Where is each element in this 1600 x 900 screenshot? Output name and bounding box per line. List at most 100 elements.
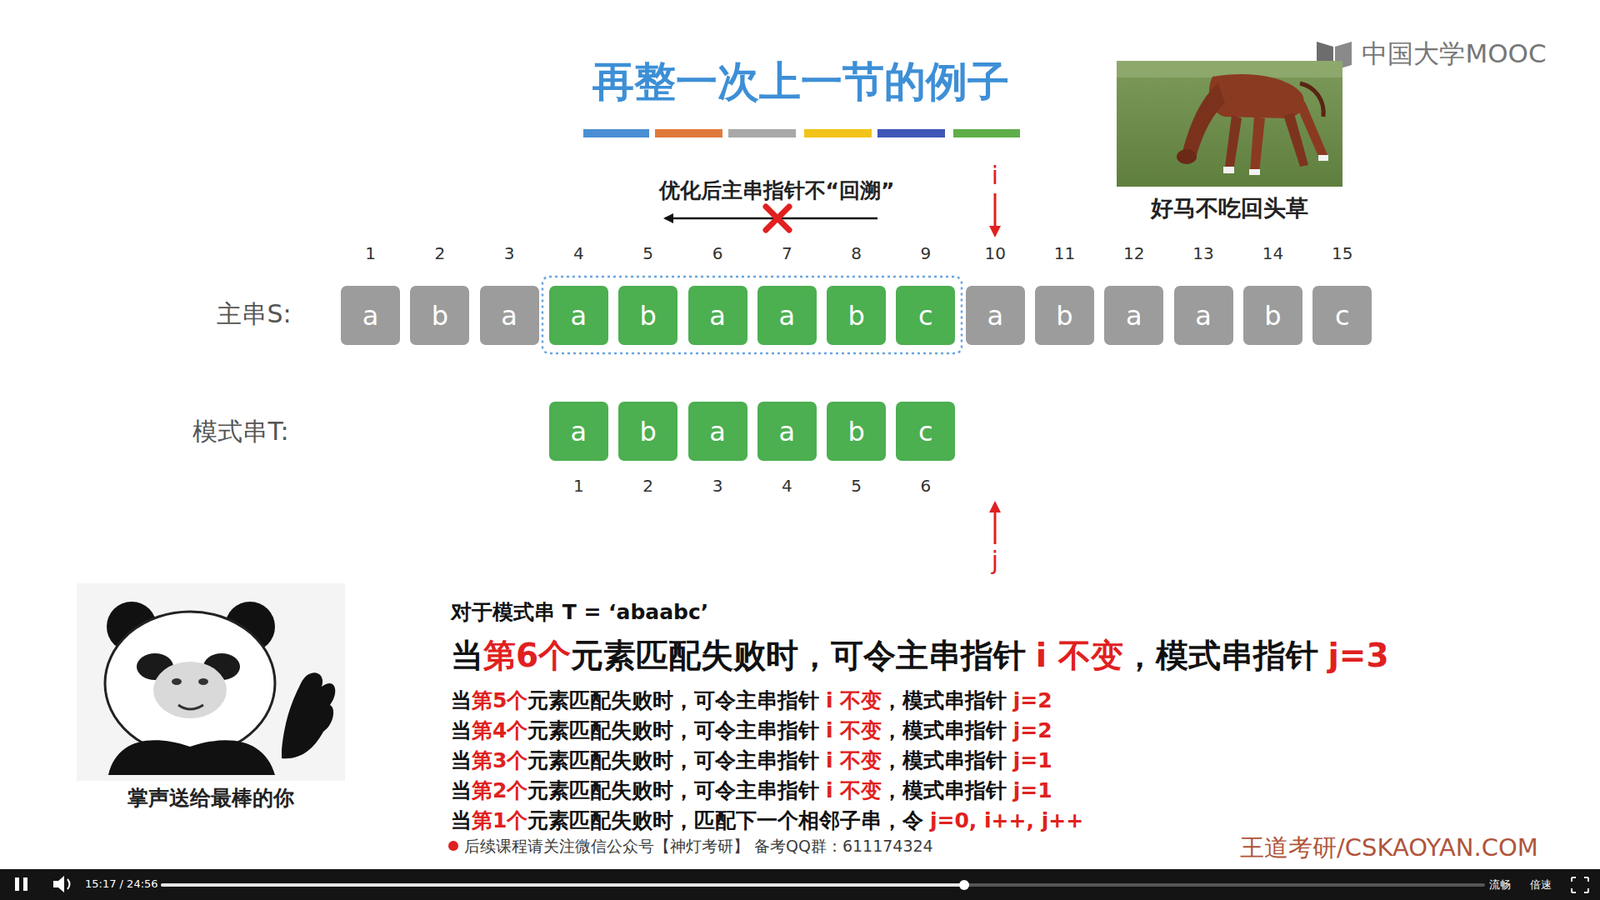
position-number: 4 bbox=[781, 475, 793, 496]
char-text: a bbox=[570, 418, 588, 445]
position-number: 8 bbox=[850, 243, 862, 264]
player-button: 倍速 bbox=[1530, 878, 1552, 892]
photo-caption: 好马不吃回头草 bbox=[1150, 195, 1309, 222]
char-text: a bbox=[709, 418, 726, 445]
highlight-text: j=1 bbox=[1013, 748, 1053, 773]
char-box: b bbox=[1035, 285, 1095, 345]
text-line: 当第4个元素匹配失败时，可令主串指针i 不变，模式串指针j=2 bbox=[450, 718, 1053, 744]
char-box: c bbox=[895, 285, 955, 345]
position-number: 5 bbox=[850, 475, 862, 496]
body-text: ，模式串指针 bbox=[881, 688, 1007, 713]
position-number: 12 bbox=[1123, 243, 1145, 264]
position-number: 3 bbox=[504, 243, 515, 264]
position-number: 2 bbox=[434, 243, 445, 264]
position-number: 5 bbox=[642, 243, 654, 264]
char-text: a bbox=[778, 418, 795, 445]
char-text: b bbox=[431, 302, 449, 330]
video-control-bar bbox=[0, 869, 1600, 900]
position-number: 7 bbox=[781, 243, 793, 264]
char-text: a bbox=[709, 302, 726, 330]
watermark-text: 备考QQ群：611174324 bbox=[754, 836, 934, 856]
char-text: a bbox=[1125, 302, 1143, 330]
highlight-text: j=3 bbox=[1327, 636, 1389, 675]
char-text: b bbox=[847, 418, 865, 445]
player-button: 流畅 bbox=[1489, 878, 1511, 892]
char-box: a bbox=[549, 285, 609, 345]
char-text: a bbox=[986, 302, 1004, 330]
char-box: c bbox=[895, 401, 955, 461]
pointer-i: i bbox=[991, 160, 999, 191]
text-line: 当第5个元素匹配失败时，可令主串指针i 不变，模式串指针j=2 bbox=[450, 688, 1053, 714]
highlight-text: j=2 bbox=[1013, 718, 1053, 743]
char-text: a bbox=[500, 302, 518, 330]
position-number: 6 bbox=[920, 475, 932, 496]
char-box: b bbox=[826, 285, 886, 345]
char-text: a bbox=[778, 302, 795, 330]
body-text: 元素匹配失败时，可令主串指针 bbox=[527, 778, 820, 803]
highlight-text: i 不变 bbox=[825, 718, 882, 743]
highlight-text: 第2个 bbox=[471, 778, 528, 803]
position-number: 1 bbox=[573, 475, 585, 496]
position-number: 6 bbox=[712, 243, 724, 264]
char-text: a bbox=[570, 302, 588, 330]
brand-watermark: 王道考研/CSKAOYAN.COM bbox=[1240, 833, 1539, 863]
note-text: 优化后主串指针不“回溯” bbox=[659, 178, 895, 204]
position-number: 10 bbox=[984, 243, 1005, 264]
color-bar bbox=[583, 129, 1020, 138]
char-text: b bbox=[847, 302, 865, 330]
body-text: 当 bbox=[450, 778, 472, 803]
highlight-text: 第5个 bbox=[471, 688, 528, 713]
text-line: 当第6个元素匹配失败时，可令主串指针i 不变，模式串指针j=3 bbox=[450, 636, 1390, 676]
intro-text: 对于模式串 T = ‘abaabc’ bbox=[450, 600, 709, 625]
body-text: 当 bbox=[450, 808, 472, 833]
red-dot bbox=[448, 840, 459, 851]
position-number: 14 bbox=[1262, 243, 1284, 264]
char-text: b bbox=[640, 302, 657, 330]
match-frame bbox=[542, 276, 962, 354]
position-number: 15 bbox=[1331, 243, 1353, 264]
red-cross bbox=[765, 206, 790, 230]
char-text: c bbox=[1335, 302, 1350, 330]
j-pointer-arrow bbox=[994, 503, 997, 545]
highlight-text: j=2 bbox=[1013, 688, 1053, 713]
logo-text: 中国大学MOOC bbox=[1361, 38, 1546, 70]
char-box: b bbox=[410, 285, 470, 345]
char-box: a bbox=[480, 285, 540, 345]
row-label: 主串S: bbox=[216, 299, 291, 330]
row-label: 模式串T: bbox=[192, 416, 289, 447]
char-text: b bbox=[1264, 302, 1281, 330]
body-text: 元素匹配失败时，可令主串指针 bbox=[527, 688, 820, 713]
char-box: b bbox=[1243, 285, 1303, 345]
char-box: a bbox=[688, 401, 748, 461]
highlight-text: i 不变 bbox=[825, 778, 882, 803]
body-text: ，模式串指针 bbox=[881, 748, 1007, 773]
body-text: 元素匹配失败时，可令主串指针 bbox=[570, 636, 1026, 675]
char-box: a bbox=[965, 285, 1025, 345]
position-number: 11 bbox=[1054, 243, 1075, 264]
highlight-text: 第6个 bbox=[483, 636, 571, 675]
body-text: ，模式串指针 bbox=[881, 778, 1007, 803]
position-number: 1 bbox=[365, 243, 376, 264]
char-text: a bbox=[362, 302, 380, 330]
text-line: 当第1个元素匹配失败时，匹配下一个相邻子串，令j=0, i++, j++ bbox=[450, 808, 1084, 834]
char-box: a bbox=[549, 401, 609, 461]
position-number: 13 bbox=[1192, 243, 1214, 264]
panda-meme bbox=[76, 583, 345, 781]
char-box: a bbox=[340, 285, 400, 345]
position-number: 3 bbox=[712, 475, 724, 496]
highlight-text: 第4个 bbox=[471, 718, 528, 743]
char-text: b bbox=[640, 418, 657, 445]
video-time: 15:17 / 24:56 bbox=[85, 877, 159, 891]
i-pointer-arrow bbox=[994, 193, 997, 235]
char-text: c bbox=[918, 418, 934, 445]
text-line: 当第2个元素匹配失败时，可令主串指针i 不变，模式串指针j=1 bbox=[450, 778, 1053, 804]
highlight-text: i 不变 bbox=[825, 748, 882, 773]
char-text: a bbox=[1195, 302, 1212, 330]
watermark-text: 后续课程请关注微信公众号【神灯考研】 bbox=[464, 836, 750, 856]
highlight-text: 第3个 bbox=[471, 748, 528, 773]
char-box: a bbox=[757, 401, 817, 461]
body-text: ，模式串指针 bbox=[881, 718, 1007, 743]
highlight-text: j=1 bbox=[1013, 778, 1053, 803]
body-text: 当 bbox=[450, 636, 484, 675]
